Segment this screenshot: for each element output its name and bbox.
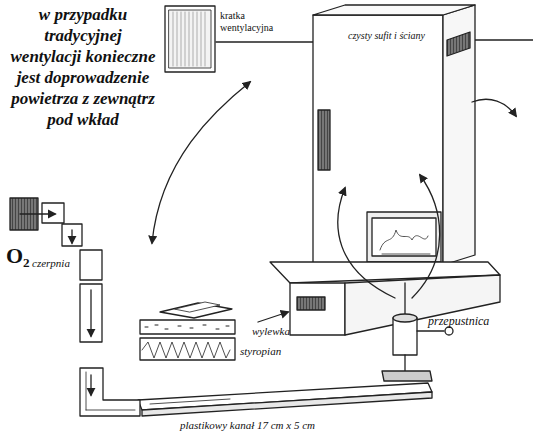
plastic-channel [142, 392, 432, 416]
damper [404, 355, 405, 371]
chimney [447, 32, 470, 56]
chimney [313, 5, 475, 15]
floor-layers [175, 302, 220, 312]
air-intake-duct [80, 284, 102, 342]
damper [404, 283, 405, 318]
drawing-part [10, 5, 533, 416]
air-flow-arrow [412, 175, 440, 298]
air-intake-duct [80, 368, 140, 416]
floor-layers [258, 312, 288, 322]
floor-layers [145, 325, 229, 329]
intake-label: czerpnia [32, 257, 92, 270]
polystyrene-label: styropian [240, 345, 310, 358]
ventilation-grille [169, 10, 211, 68]
floor-layers [160, 303, 232, 318]
damper [393, 314, 417, 322]
ventilation-grille [173, 12, 205, 66]
air-intake-duct [42, 203, 64, 223]
air-intake-duct [90, 290, 91, 336]
damper [417, 330, 444, 331]
damper [382, 371, 432, 381]
damper-label: przepustnica [428, 314, 518, 328]
air-flow-arrow [472, 99, 516, 116]
fireplace-base [290, 283, 345, 335]
air-flow-arrow [152, 82, 250, 243]
air-intake-duct [62, 224, 82, 246]
damper [393, 318, 417, 355]
air-flow-arrow [152, 82, 516, 298]
air-intake-duct [71, 230, 72, 243]
fireplace-window [380, 230, 428, 250]
ceiling-note: czysty sufit i ściany [348, 30, 444, 42]
ventilation-grille [165, 6, 215, 72]
floor-layers [140, 338, 235, 360]
damper [382, 283, 453, 381]
fireplace-window [367, 212, 441, 262]
air-intake-duct [10, 198, 140, 416]
plastic-channel [150, 399, 230, 404]
air-intake-duct [90, 375, 91, 395]
fireplace-base [297, 297, 325, 310]
air-intake-duct [86, 372, 135, 410]
note-text: w przypadku tradycyjnej wentylacji konie… [8, 4, 158, 130]
fireplace-window [372, 218, 436, 256]
plastic-channel [138, 383, 432, 416]
ventilation-grille [165, 6, 215, 72]
air-intake-duct [20, 213, 55, 214]
air-intake-duct [80, 250, 102, 280]
damper [445, 327, 453, 335]
channel-label: plastikowy kanał 17 cm x 5 cm [180, 419, 440, 432]
oxygen-symbol: O₂ [6, 244, 36, 268]
chimney [313, 15, 443, 265]
fireplace-window [367, 212, 441, 262]
fireplace-window [382, 254, 430, 255]
chimney [443, 5, 475, 265]
floor-layers [142, 342, 230, 358]
grille-label: kratka wentylacyjna [220, 10, 282, 34]
chimney [318, 110, 330, 170]
air-flow-arrow [338, 188, 395, 298]
floor-layers [140, 320, 235, 334]
screed-label: wylewka [252, 325, 312, 338]
